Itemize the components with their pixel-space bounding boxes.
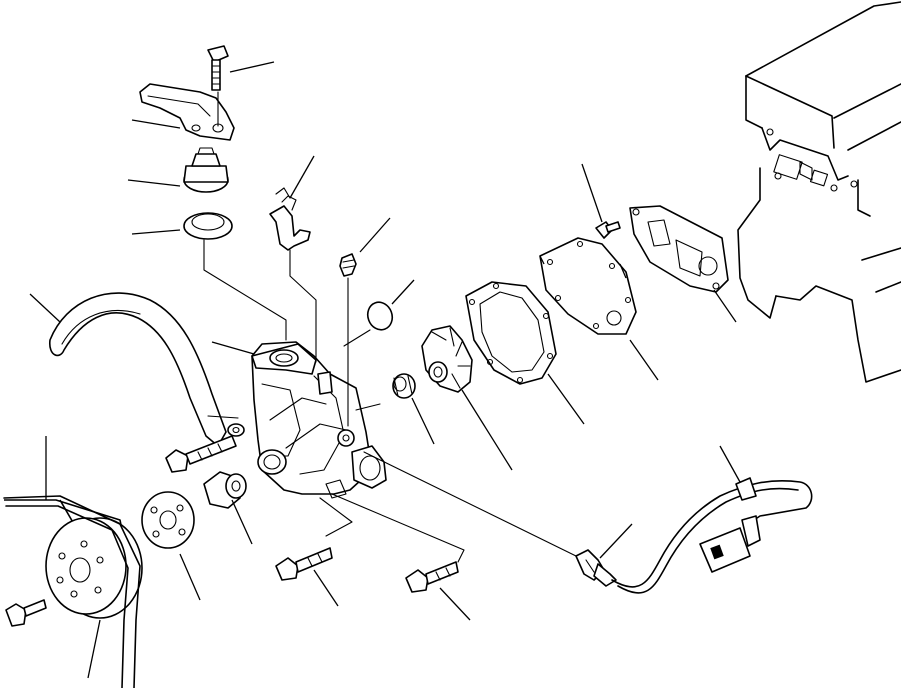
sensor-harness <box>575 477 813 594</box>
water-pump-body <box>251 341 387 499</box>
gasket-right <box>629 205 729 293</box>
pump-gasket <box>465 281 557 385</box>
leader-24 <box>619 263 627 279</box>
leader-08 <box>29 293 61 323</box>
leader-05 <box>289 155 315 199</box>
leader-15 <box>411 397 435 445</box>
seal <box>392 373 416 399</box>
leader-01 <box>229 61 275 73</box>
thermostat-seal <box>183 212 233 240</box>
engine-block <box>737 1 901 383</box>
leader-07 <box>391 279 415 305</box>
leader-02 <box>131 119 181 129</box>
sensor-plug <box>339 253 357 277</box>
leader-13 <box>547 373 585 425</box>
leader-04 <box>131 229 181 235</box>
flange-hub <box>141 491 195 549</box>
assembly-guides <box>203 91 577 563</box>
drain-cock <box>269 187 311 251</box>
leader-21 <box>313 569 339 607</box>
leader-03 <box>127 179 181 187</box>
leader-12 <box>629 339 659 381</box>
leader-09 <box>211 341 255 355</box>
leader-25 <box>539 255 545 265</box>
leader-19 <box>231 499 253 545</box>
adjusting-bar <box>49 292 245 447</box>
thermostat-cover <box>139 83 235 141</box>
leader-17 <box>599 523 633 559</box>
impeller <box>421 325 473 393</box>
top-bolt <box>207 45 229 91</box>
leader-10 <box>581 163 603 223</box>
spacer <box>203 471 247 509</box>
fan-belt <box>3 495 141 688</box>
bolt-adjusting <box>165 435 237 473</box>
thermostat <box>183 147 229 193</box>
pulley <box>4 499 143 619</box>
bolt-cover <box>595 221 621 239</box>
bolt-lower-right <box>405 561 459 593</box>
callout-leaders <box>29 61 741 679</box>
bolt-pulley <box>5 599 47 627</box>
leader-23 <box>87 619 101 679</box>
leader-22 <box>439 587 471 621</box>
leader-16 <box>719 445 741 483</box>
cover-plate <box>539 237 637 335</box>
bolt-lower-mid <box>275 547 333 581</box>
leader-20 <box>179 553 201 601</box>
leader-11 <box>713 289 737 323</box>
leader-14 <box>461 389 513 471</box>
o-ring <box>366 301 394 331</box>
leader-06 <box>359 217 391 253</box>
